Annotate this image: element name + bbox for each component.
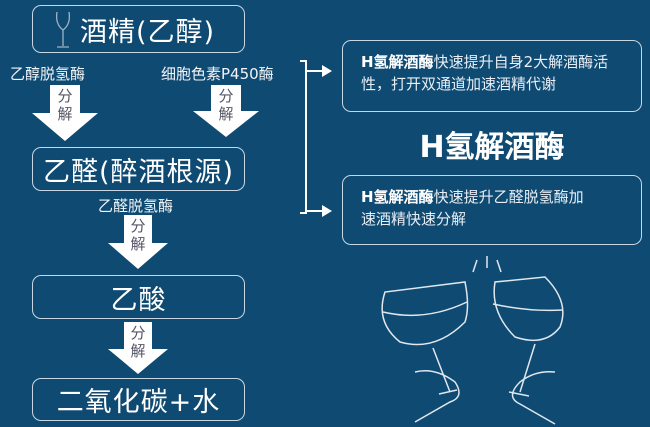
effect-box-2: H氢解酒酶快速提升乙醛脱氢酶加速酒精快速分解 — [342, 175, 642, 245]
effect-text: 快速提升乙醛脱氢酶加速酒精快速分解 — [361, 188, 584, 228]
enzyme-aldh-label: 乙醛脱氢酶 — [98, 197, 174, 215]
arrow-label: 解 — [130, 342, 146, 360]
bracket-connector — [300, 60, 332, 217]
ethanol-box: 酒精(乙醇) — [32, 5, 245, 53]
arrow-label: 解 — [130, 235, 146, 253]
down-arrow-4: 分解 — [108, 322, 168, 374]
down-arrow-2: 分解 — [193, 85, 259, 137]
enzyme-p450-label: 细胞色素P450酶 — [161, 65, 274, 83]
arrow-label: 分 — [130, 324, 146, 342]
effect-text: 快速提升自身2大解酒酶活性，打开双通道加速酒精代谢 — [361, 53, 609, 93]
enzyme-adh-label: 乙醇脱氢酶 — [10, 65, 86, 83]
effect-box-1: H氢解酒酶快速提升自身2大解酒酶活性，打开双通道加速酒精代谢 — [342, 40, 642, 112]
final-product-label: 二氧化碳+水 — [56, 387, 221, 418]
ethanol-label: 酒精(乙醇) — [79, 16, 216, 48]
acetaldehyde-box: 乙醛(醉酒根源) — [32, 147, 245, 191]
brand-name: H氢解酒酶 — [361, 188, 434, 206]
brand-name: H氢解酒酶 — [361, 53, 434, 71]
acetic-acid-box: 乙酸 — [32, 275, 245, 319]
arrow-label: 分 — [130, 217, 146, 235]
wine-glass-icon — [55, 11, 71, 48]
acetaldehyde-label: 乙醛(醉酒根源) — [42, 156, 235, 188]
acetic-acid-label: 乙酸 — [110, 284, 167, 316]
arrow-label: 分 — [57, 87, 73, 105]
final-product-box: 二氧化碳+水 — [32, 378, 245, 421]
arrow-label: 解 — [218, 105, 234, 123]
down-arrow-1: 分解 — [32, 85, 98, 141]
arrow-label: 分 — [218, 87, 234, 105]
down-arrow-3: 分解 — [108, 215, 168, 269]
arrow-label: 解 — [57, 105, 73, 123]
product-title: H氢解酒酶 — [419, 130, 565, 165]
toasting-glasses-illustration — [381, 256, 564, 425]
